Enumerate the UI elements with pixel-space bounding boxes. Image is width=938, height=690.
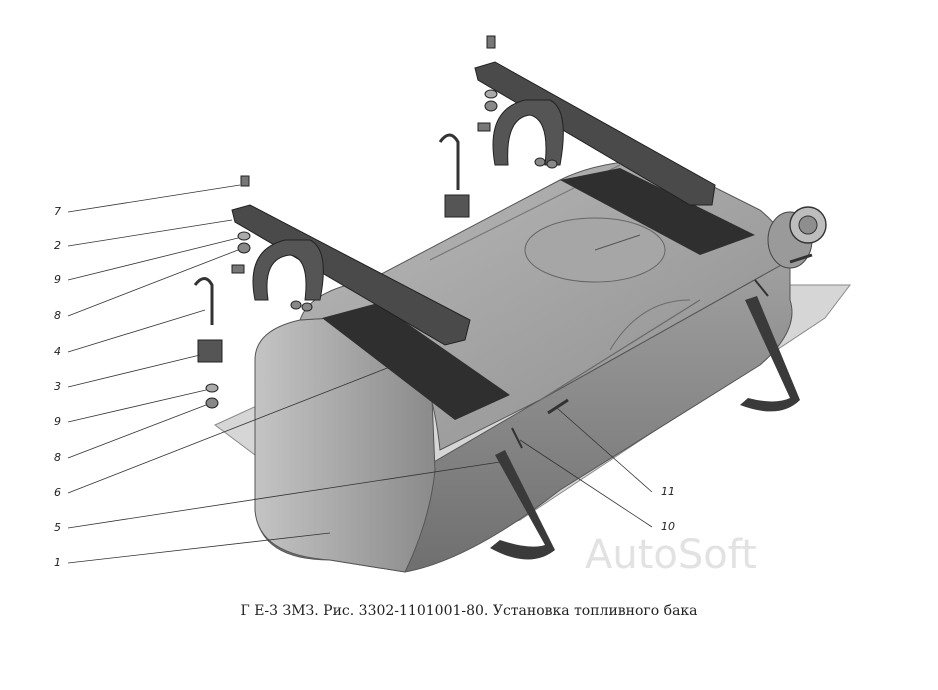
leader-line-3 [67,354,201,388]
tensioner-bolt [511,427,523,449]
rear-bracket [474,61,716,206]
clamp-block [197,339,223,363]
rear-bracket-arch [492,99,564,166]
nut [205,397,219,409]
washer [484,89,498,99]
tank-ridge [539,299,701,401]
tensioner-bolt [547,398,569,415]
callout-11: 11 [661,485,675,498]
leader-line-9b [67,389,207,423]
bolt [240,175,250,187]
callout-4: 4 [54,345,61,358]
nut [484,100,498,112]
j-bolt [438,133,460,190]
tank-strap [490,450,555,560]
tank-strap [740,296,800,412]
bolt [477,122,491,132]
leader-line-10 [519,439,653,528]
tank-pad [560,168,755,255]
tank-pad [322,303,510,420]
bolt [486,35,496,49]
leader-line-2 [67,219,233,247]
nut [301,302,313,312]
nut [546,159,558,169]
leader-line-8b [67,404,207,459]
callout-7: 7 [54,205,61,218]
nut [534,157,546,167]
tensioner-bolt [789,253,813,264]
callout-10: 10 [661,520,675,533]
callout-9: 9 [54,273,61,286]
callout-8: 8 [54,309,61,322]
front-bracket-arch [252,239,324,301]
callout-2: 2 [54,239,61,252]
leader-line-5 [67,461,501,529]
washer [237,231,251,241]
fuel-cap-center [798,215,818,235]
leader-line-4 [67,309,206,353]
callout-1: 1 [54,556,61,569]
bolt [231,264,245,274]
callout-8b: 8 [54,451,61,464]
callout-6: 6 [54,486,61,499]
callout-9b: 9 [54,415,61,428]
leader-line-9 [67,237,239,281]
j-bolt [193,277,214,325]
tank-front [254,314,436,573]
leader-line-1 [67,532,331,564]
leader-line-11 [556,407,653,493]
leader-line-8 [67,249,239,317]
tensioner-bolt [754,279,769,297]
leader-line-7 [67,184,241,213]
tank-ridge [609,299,691,351]
nut [290,300,302,310]
leader-line-6 [67,364,396,494]
watermark-text: AutoSoft [585,532,757,578]
figure-caption: Г Е-3 ЗМЗ. Рис. 3302-1101001-80. Установ… [240,603,698,619]
washer [205,383,219,393]
nut [237,242,251,254]
fuel-sender-line [594,234,641,251]
callout-3: 3 [54,380,61,393]
callout-5: 5 [54,521,61,534]
clamp-block [444,194,470,218]
